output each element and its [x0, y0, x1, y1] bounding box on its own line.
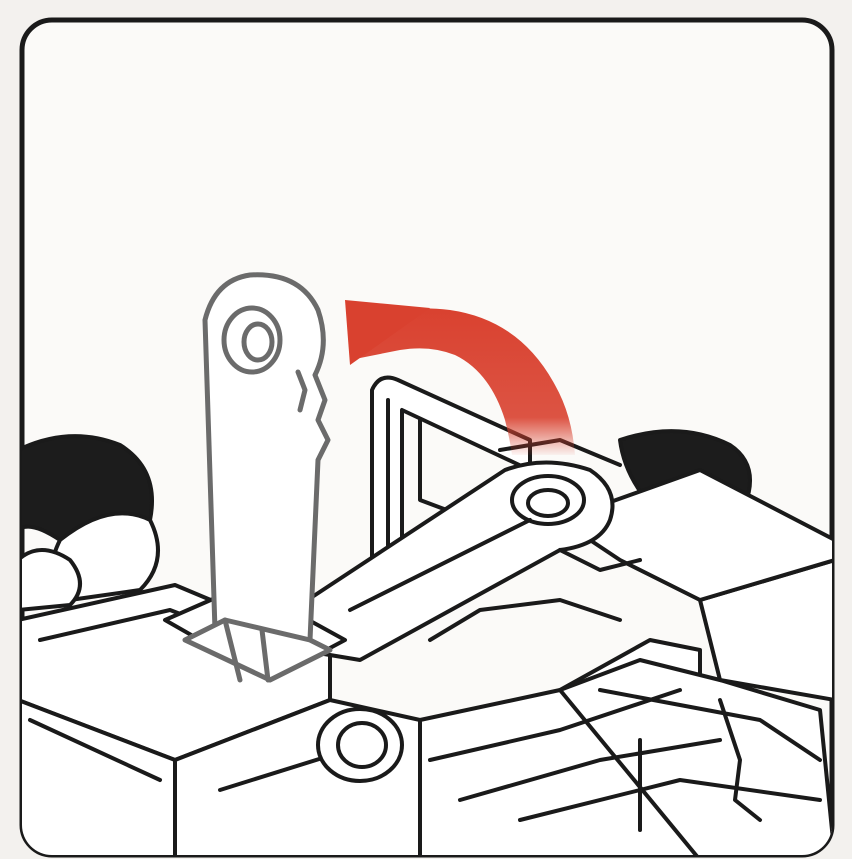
socket: [318, 709, 402, 781]
left-knob: [18, 436, 158, 610]
